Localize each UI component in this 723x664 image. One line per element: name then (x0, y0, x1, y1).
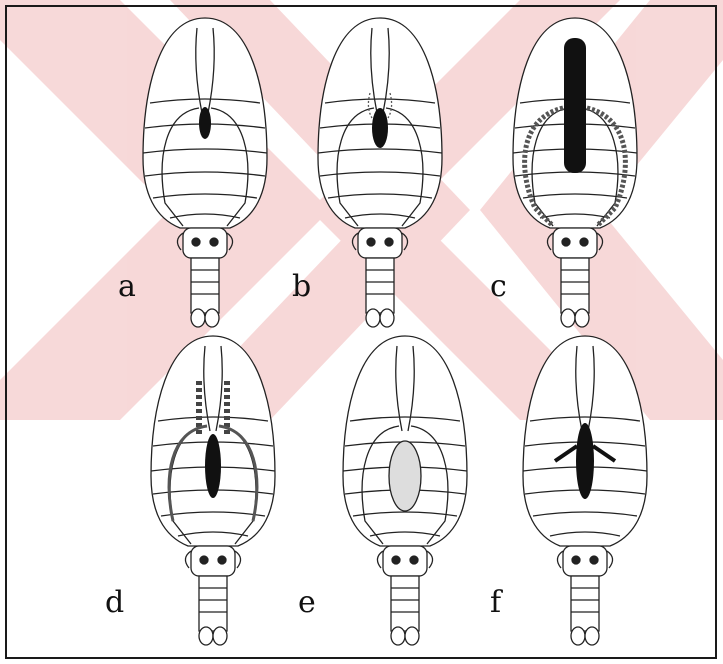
body-drawing-b (318, 18, 442, 327)
tail-lobe (205, 309, 219, 327)
head (358, 228, 402, 258)
tail-lobe (391, 627, 405, 645)
organ-dark (372, 108, 388, 148)
body-drawing-c (513, 18, 637, 327)
antenna (607, 551, 613, 568)
tail-lobe (191, 309, 205, 327)
antenna (352, 233, 358, 250)
antenna (377, 551, 383, 568)
tail (391, 576, 419, 631)
antenna (597, 233, 603, 250)
tail (571, 576, 599, 631)
eye (385, 238, 393, 246)
antenna (557, 551, 563, 568)
head (183, 228, 227, 258)
body-drawing-a (143, 18, 267, 327)
head (553, 228, 597, 258)
antenna (547, 233, 553, 250)
body-drawing-e (343, 336, 467, 645)
panel-label-c: c (490, 272, 507, 302)
organ-dark (199, 107, 211, 139)
panel-label-b: b (292, 272, 311, 302)
tail-lobe (575, 309, 589, 327)
antenna (185, 551, 191, 568)
body-drawing-f (523, 336, 647, 645)
eye (210, 238, 218, 246)
head (191, 546, 235, 576)
panel-label-e: e (298, 588, 316, 618)
tail (191, 258, 219, 313)
eye (192, 238, 200, 246)
tail-lobe (366, 309, 380, 327)
tail-lobe (585, 627, 599, 645)
body-drawing-d (151, 336, 275, 645)
tail-lobe (380, 309, 394, 327)
tail-lobe (199, 627, 213, 645)
antenna (177, 233, 183, 250)
antenna (427, 551, 433, 568)
eye (590, 556, 598, 564)
eye (218, 556, 226, 564)
tail-lobe (571, 627, 585, 645)
head (563, 546, 607, 576)
organ-dark (564, 38, 586, 173)
tail (366, 258, 394, 313)
panel-label-f: f (490, 588, 501, 618)
eye (200, 556, 208, 564)
eye (562, 238, 570, 246)
antenna (235, 551, 241, 568)
head (383, 546, 427, 576)
eye (580, 238, 588, 246)
eye (367, 238, 375, 246)
tail-lobe (561, 309, 575, 327)
antenna (227, 233, 233, 250)
organ-stippled (389, 441, 421, 511)
antenna (402, 233, 408, 250)
organ-dark (205, 434, 221, 498)
tail (199, 576, 227, 631)
tail-lobe (405, 627, 419, 645)
panel-label-a: a (118, 272, 136, 302)
tail (561, 258, 589, 313)
organ-dark (576, 423, 594, 499)
eye (392, 556, 400, 564)
tail-lobe (213, 627, 227, 645)
eye (410, 556, 418, 564)
panel-label-d: d (105, 588, 124, 618)
eye (572, 556, 580, 564)
